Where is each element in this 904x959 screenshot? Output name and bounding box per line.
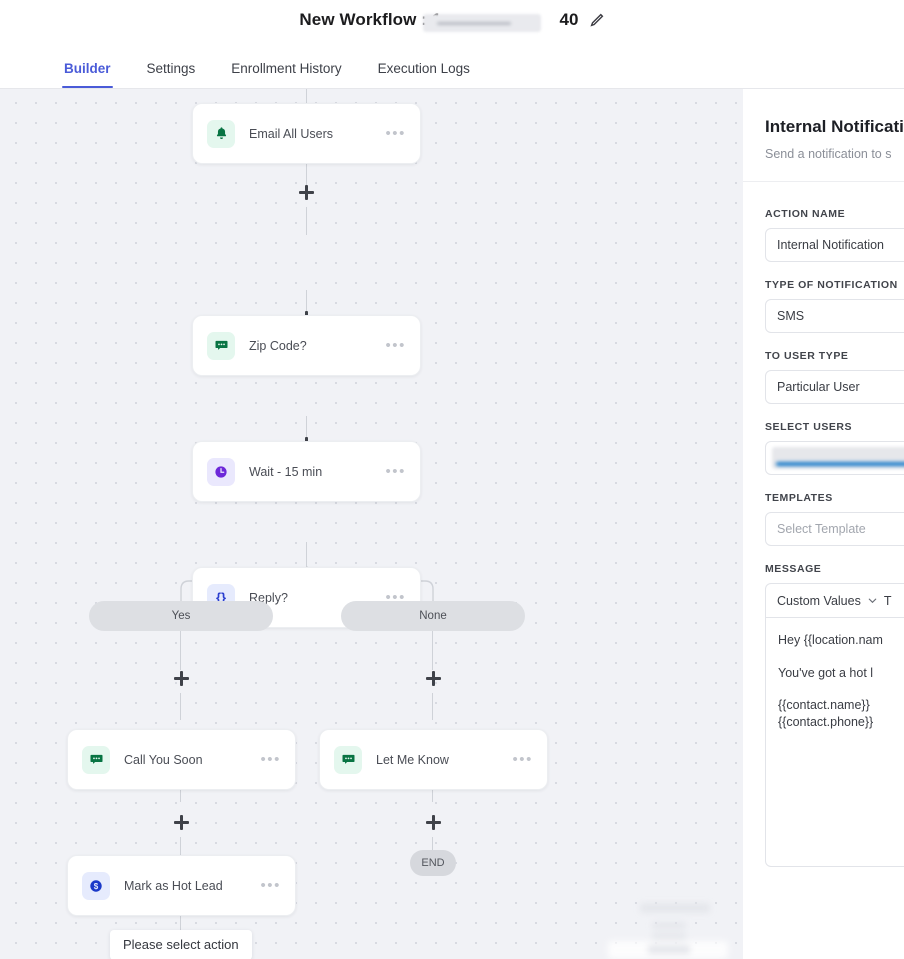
node-label: Email All Users [249,126,334,141]
bell-icon [207,119,235,148]
ellipsis-icon[interactable]: ••• [512,750,533,768]
clock-icon [207,457,235,486]
field-label: SELECT USERS [765,421,853,433]
end-node: END [410,850,456,876]
connector-line [306,164,308,192]
blurred-canvas-controls [600,895,743,959]
connector-line [180,916,182,938]
field-type-of-notification: TYPE OF NOTIFICATION SMS [765,279,904,333]
field-label: MESSAGE [765,563,822,575]
ellipsis-icon[interactable]: ••• [385,462,406,480]
field-templates: TEMPLATES Select Template [765,492,904,546]
message-line: Hey {{location.nam [778,633,883,647]
field-message: MESSAGE Custom Values T Hey {{location.n… [765,563,904,867]
ellipsis-icon[interactable]: ••• [385,336,406,354]
redacted-title-text [423,14,542,32]
connector-line [432,837,434,859]
add-step-button[interactable] [299,185,314,200]
node-label: Wait - 15 min [249,464,323,479]
field-label: TEMPLATES [765,492,833,504]
workflow-node-zip-code[interactable]: Zip Code? ••• [192,315,421,376]
add-step-button[interactable] [174,815,189,830]
chat-bubble-icon [334,745,362,774]
ellipsis-icon[interactable]: ••• [260,876,281,894]
field-to-user-type: TO USER TYPE Particular User [765,350,904,404]
workflow-node-wait[interactable]: Wait - 15 min ••• [192,441,421,502]
panel-subtitle: Send a notification to s [765,147,892,161]
connector-line [432,630,434,670]
svg-text:$: $ [94,882,99,891]
panel-title: Internal Notification [765,117,904,136]
node-label: Mark as Hot Lead [124,878,223,893]
chat-bubble-icon [82,745,110,774]
custom-values-dropdown-label[interactable]: Custom Values [777,593,861,608]
tab-builder[interactable]: Builder [62,61,113,88]
to-user-type-select[interactable]: Particular User [765,370,904,404]
message-line: {{contact.phone}} [778,714,874,729]
workflow-node-mark-as-hot-lead[interactable]: $ Mark as Hot Lead ••• [67,855,296,916]
workflow-node-call-you-soon[interactable]: Call You Soon ••• [67,729,296,790]
connector-line [180,693,182,720]
add-step-button[interactable] [174,671,189,686]
panel-header: Internal Notification Send a notificatio… [743,89,904,182]
branch-fork-connector [180,566,434,603]
panel-body: ACTION NAME Internal Notification TYPE O… [743,182,904,867]
node-label: Zip Code? [249,338,307,353]
connector-line [180,837,182,861]
ellipsis-icon[interactable]: ••• [260,750,281,768]
dollar-circle-icon: $ [82,871,110,900]
add-step-button[interactable] [426,671,441,686]
tab-enrollment-history[interactable]: Enrollment History [231,61,342,76]
tooltip-text: Please select action [123,937,239,952]
tab-settings[interactable]: Settings [146,61,196,76]
branch-label-none[interactable]: None [341,601,525,631]
add-step-button[interactable] [426,815,441,830]
message-textarea[interactable]: Hey {{location.nam You've got a hot l {{… [765,617,904,867]
message-line: You've got a hot l [778,665,874,680]
tab-bar: Builder Settings Enrollment History Exec… [0,40,904,89]
connector-line [306,542,308,566]
branch-label-yes[interactable]: Yes [89,601,273,631]
connector-line [306,207,308,235]
select-users-input[interactable] [765,441,904,475]
node-label: Let Me Know [376,752,449,767]
action-name-input[interactable]: Internal Notification [765,228,904,262]
trigger-links-dropdown-label[interactable]: T [883,593,892,608]
branch-label-text: None [419,610,447,622]
action-config-panel: Internal Notification Send a notificatio… [743,89,904,959]
redacted-user-value [772,447,904,469]
workflow-canvas[interactable]: Email All Users ••• Zip Code? ••• [0,89,743,959]
type-of-notification-select[interactable]: SMS [765,299,904,333]
field-select-users: SELECT USERS [765,421,904,475]
end-label: END [421,857,445,869]
field-label: TYPE OF NOTIFICATION [765,279,898,291]
connector-line [306,416,308,444]
workflow-node-email-all-users[interactable]: Email All Users ••• [192,103,421,164]
field-label: ACTION NAME [765,208,846,220]
templates-select[interactable]: Select Template [765,512,904,546]
connector-line [432,693,434,720]
field-label: TO USER TYPE [765,350,849,362]
connector-line [306,290,308,318]
ellipsis-icon[interactable]: ••• [385,588,406,606]
workflow-node-let-me-know[interactable]: Let Me Know ••• [319,729,548,790]
tab-execution-logs[interactable]: Execution Logs [377,61,470,76]
connector-line [306,89,308,103]
please-select-action-tooltip: Please select action [110,930,252,959]
field-action-name: ACTION NAME Internal Notification [765,208,904,262]
ellipsis-icon[interactable]: ••• [385,124,406,142]
chevron-down-icon[interactable] [867,595,878,606]
message-line: {{contact.name}} [778,698,870,713]
message-toolbar: Custom Values T [765,583,904,617]
chat-bubble-icon [207,331,235,360]
pencil-icon[interactable] [589,12,605,28]
connector-line [180,630,182,670]
branch-label-text: Yes [171,610,191,622]
node-label: Call You Soon [124,752,203,767]
